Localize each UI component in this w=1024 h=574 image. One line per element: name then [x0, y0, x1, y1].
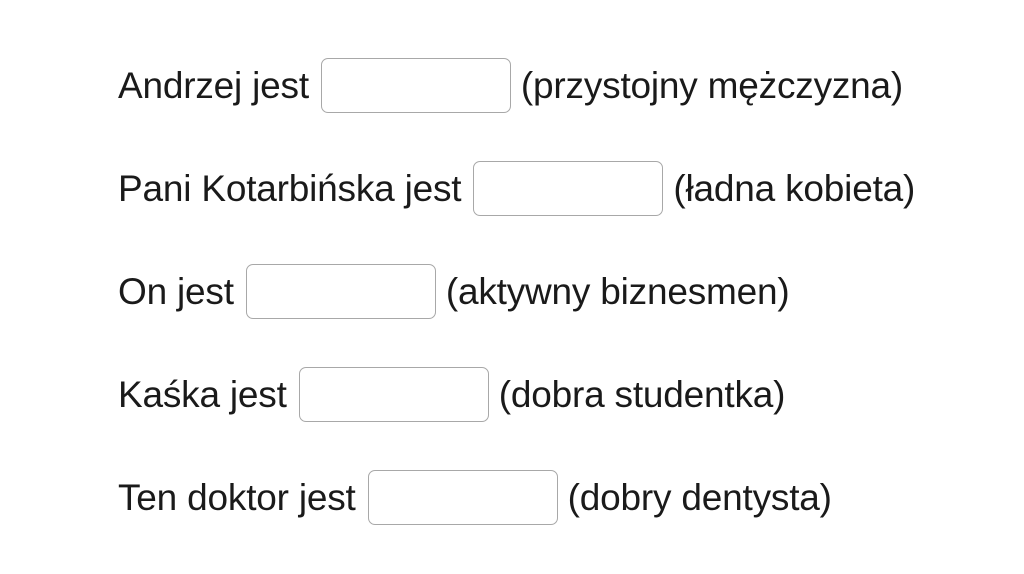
exercise-row: Ten doktor jest (dobry dentysta) [0, 446, 1024, 549]
answer-input[interactable] [320, 58, 511, 113]
sentence-prompt: Kaśka jest [118, 374, 287, 415]
sentence-prompt: Pani Kotarbińska jest [118, 168, 462, 209]
sentence-hint: (aktywny biznesmen) [445, 271, 790, 312]
answer-input[interactable] [298, 367, 489, 422]
exercise-row: Pani Kotarbińska jest (ładna kobieta) [0, 137, 1024, 240]
sentence-hint: (dobra studentka) [498, 374, 786, 415]
answer-input[interactable] [245, 264, 436, 319]
exercise-row: Kaśka jest (dobra studentka) [0, 343, 1024, 446]
answer-input[interactable] [367, 470, 558, 525]
sentence-hint: (dobry dentysta) [567, 477, 832, 518]
exercise-row: On jest (aktywny biznesmen) [0, 240, 1024, 343]
sentence-hint: (przystojny mężczyzna) [520, 65, 904, 106]
exercise-row: Andrzej jest (przystojny mężczyzna) [0, 34, 1024, 137]
sentence-hint: (ładna kobieta) [673, 168, 916, 209]
sentence-prompt: Andrzej jest [118, 65, 309, 106]
sentence-prompt: Ten doktor jest [118, 477, 356, 518]
sentence-prompt: On jest [118, 271, 234, 312]
answer-input[interactable] [473, 161, 664, 216]
